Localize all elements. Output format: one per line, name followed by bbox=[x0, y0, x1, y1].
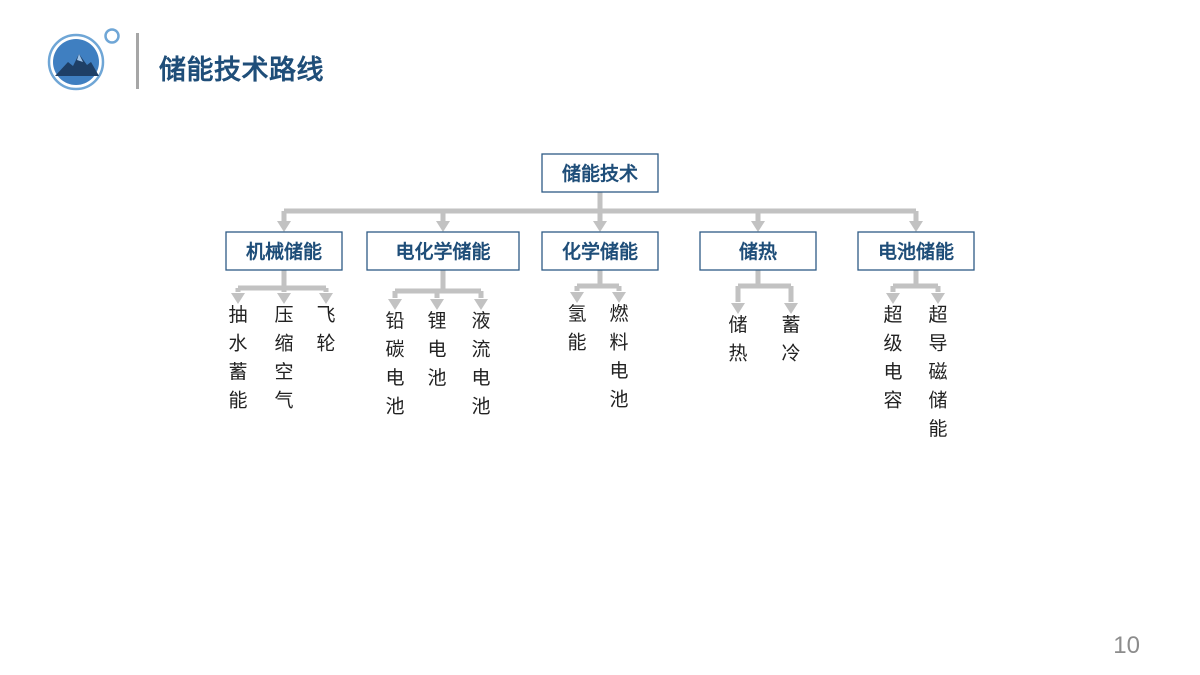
leaf-arrow-4-0 bbox=[886, 293, 900, 304]
leaf-node-0-2: 飞轮 bbox=[316, 304, 335, 355]
title-divider bbox=[136, 33, 139, 89]
leaf-node-3-1: 蓄冷 bbox=[781, 314, 800, 365]
leaf-node-1-0: 铅碳电池 bbox=[385, 310, 404, 418]
arrows bbox=[231, 221, 945, 314]
category-node-3-label: 储热 bbox=[739, 240, 777, 263]
leaf-node-2-1: 燃料电池 bbox=[609, 303, 628, 411]
category-node-1: 电化学储能 bbox=[366, 231, 520, 271]
category-node-3: 储热 bbox=[699, 231, 817, 271]
page-title: 储能技术路线 bbox=[159, 55, 324, 86]
category-node-4: 电池储能 bbox=[857, 231, 975, 271]
category-node-2-box bbox=[541, 231, 659, 271]
category-node-0-label: 机械储能 bbox=[246, 240, 322, 263]
leaf-arrow-0-1 bbox=[277, 293, 291, 304]
leaf-node-3-0: 储热 bbox=[728, 314, 747, 365]
leaf-node-1-1: 锂电池 bbox=[427, 310, 446, 389]
category-arrow-1 bbox=[436, 221, 450, 232]
leaf-node-4-0: 超级电容 bbox=[883, 304, 902, 412]
leaf-arrow-0-0 bbox=[231, 293, 245, 304]
category-node-2-label: 化学储能 bbox=[562, 240, 638, 263]
category-node-1-box bbox=[366, 231, 520, 271]
leaf-arrow-0-2 bbox=[319, 293, 333, 304]
category-node-4-box bbox=[857, 231, 975, 271]
leaf-node-1-2: 液流电池 bbox=[471, 310, 490, 418]
category-arrow-0 bbox=[277, 221, 291, 232]
leaf-node-0-1: 压缩空气 bbox=[274, 304, 293, 412]
category-arrow-2 bbox=[593, 221, 607, 232]
category-arrow-4 bbox=[909, 221, 923, 232]
leaf-arrow-4-1 bbox=[931, 293, 945, 304]
leaf-arrow-3-1 bbox=[784, 303, 798, 314]
leaf-arrow-2-1 bbox=[612, 292, 626, 303]
leaf-arrow-3-0 bbox=[731, 303, 745, 314]
category-arrow-3 bbox=[751, 221, 765, 232]
leaf-node-2-0: 氢能 bbox=[567, 303, 586, 354]
root-node-box bbox=[541, 153, 659, 193]
root-node: 储能技术 bbox=[541, 153, 659, 193]
leaf-arrow-1-0 bbox=[388, 299, 402, 310]
category-node-3-box bbox=[699, 231, 817, 271]
root-node-label: 储能技术 bbox=[562, 162, 638, 185]
category-node-2: 化学储能 bbox=[541, 231, 659, 271]
category-node-1-label: 电化学储能 bbox=[395, 240, 490, 263]
category-node-0: 机械储能 bbox=[225, 231, 343, 271]
category-node-0-box bbox=[225, 231, 343, 271]
logo-icon bbox=[47, 28, 120, 91]
connectors bbox=[235, 192, 941, 302]
leaf-node-4-1: 超导磁储能 bbox=[928, 304, 947, 440]
leaf-arrow-2-0 bbox=[570, 292, 584, 303]
leaf-arrow-1-1 bbox=[430, 299, 444, 310]
leaf-arrow-1-2 bbox=[474, 299, 488, 310]
category-node-4-label: 电池储能 bbox=[878, 240, 954, 263]
page-number: 10 bbox=[1113, 632, 1140, 659]
leaf-node-0-0: 抽水蓄能 bbox=[228, 304, 247, 412]
